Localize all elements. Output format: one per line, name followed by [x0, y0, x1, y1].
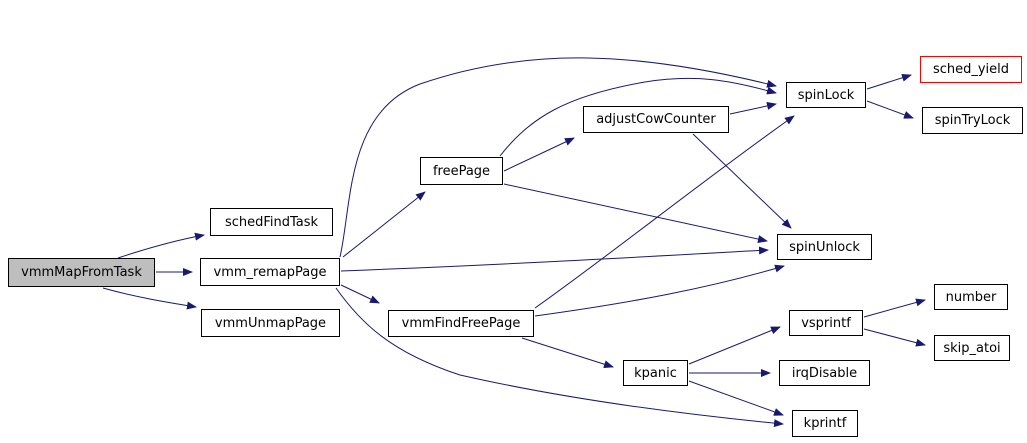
edge-kpanic-to-vsprintf: [688, 326, 781, 365]
graph-node-label: kprintf: [803, 416, 847, 431]
edge-adjustCowCounter-to-spinLock: [729, 102, 777, 115]
graph-node-vmm_remapPage[interactable]: vmm_remapPage: [200, 258, 340, 286]
graph-node-label: vmmUnmapPage: [214, 315, 327, 331]
graph-node-kprintf[interactable]: kprintf: [792, 410, 858, 437]
graph-node-label: freePage: [432, 163, 491, 179]
graph-node-number[interactable]: number: [934, 284, 1008, 310]
edge-adjustCowCounter-to-spinUnlock: [692, 133, 792, 229]
edge-vmm_remapPage-to-freePage: [342, 191, 426, 258]
edge-kpanic-to-kprintf: [688, 380, 784, 416]
graph-node-irqDisable[interactable]: irqDisable: [779, 360, 870, 386]
graph-node-spinUnlock[interactable]: spinUnlock: [777, 234, 872, 260]
edge-vmmFindFreePage-to-spinLock: [534, 115, 795, 309]
graph-node-schedFindTask[interactable]: schedFindTask: [210, 208, 333, 236]
edge-vmmFindFreePage-to-kpanic: [521, 337, 614, 369]
edge-freePage-to-adjustCowCounter: [503, 137, 575, 172]
graph-node-label: number: [945, 289, 997, 305]
graph-node-spinLock[interactable]: spinLock: [786, 82, 866, 108]
graph-node-label: sched_yield: [932, 62, 1010, 77]
graph-node-vmmFindFreePage[interactable]: vmmFindFreePage: [388, 310, 534, 337]
graph-node-label: adjustCowCounter: [596, 112, 716, 127]
edge-spinLock-to-spinTryLock: [866, 100, 914, 119]
graph-node-skip_atoi[interactable]: skip_atoi: [934, 335, 1010, 361]
graph-node-label: vsprintf: [801, 315, 851, 331]
edge-vmm_remapPage-to-spinUnlock: [340, 246, 769, 272]
graph-node-vsprintf[interactable]: vsprintf: [789, 310, 863, 336]
edge-vmm_remapPage-to-vmmFindFreePage: [340, 284, 380, 304]
graph-node-sched_yield[interactable]: sched_yield: [920, 56, 1022, 83]
graph-node-vmmUnmapPage[interactable]: vmmUnmapPage: [201, 309, 340, 337]
edge-freePage-to-spinUnlock: [503, 183, 768, 244]
graph-node-freePage[interactable]: freePage: [420, 157, 503, 185]
edge-vmm_remapPage-to-spinLock: [339, 57, 777, 258]
graph-node-label: vmm_remapPage: [213, 264, 327, 280]
edge-vmm_remapPage-to-kprintf: [335, 287, 784, 428]
edge-spinLock-to-sched_yield: [866, 73, 912, 90]
graph-node-spinTryLock[interactable]: spinTryLock: [922, 107, 1023, 134]
graph-node-label: vmmMapFromTask: [21, 265, 142, 280]
graph-node-label: irqDisable: [791, 365, 858, 381]
edge-freePage-to-spinLock: [499, 77, 777, 157]
edge-vmmFindFreePage-to-spinUnlock: [534, 264, 785, 317]
graph-node-label: skip_atoi: [943, 340, 1001, 356]
graph-node-label: spinUnlock: [789, 239, 860, 255]
graph-node-kpanic[interactable]: kpanic: [623, 360, 688, 386]
graph-node-label: spinLock: [797, 87, 855, 103]
edge-vsprintf-to-number: [863, 298, 926, 318]
edge-vmmMapFromTask-to-vmmUnmapPage: [102, 287, 197, 310]
edge-vmmMapFromTask-to-schedFindTask: [117, 232, 205, 259]
graph-node-label: vmmFindFreePage: [401, 316, 521, 331]
graph-node-label: kpanic: [634, 365, 677, 381]
graph-node-adjustCowCounter[interactable]: adjustCowCounter: [583, 106, 729, 133]
graph-node-vmmMapFromTask: vmmMapFromTask: [8, 258, 155, 287]
graph-node-label: spinTryLock: [934, 113, 1011, 128]
edge-vsprintf-to-skip_atoi: [863, 328, 926, 347]
graph-node-label: schedFindTask: [224, 214, 319, 230]
